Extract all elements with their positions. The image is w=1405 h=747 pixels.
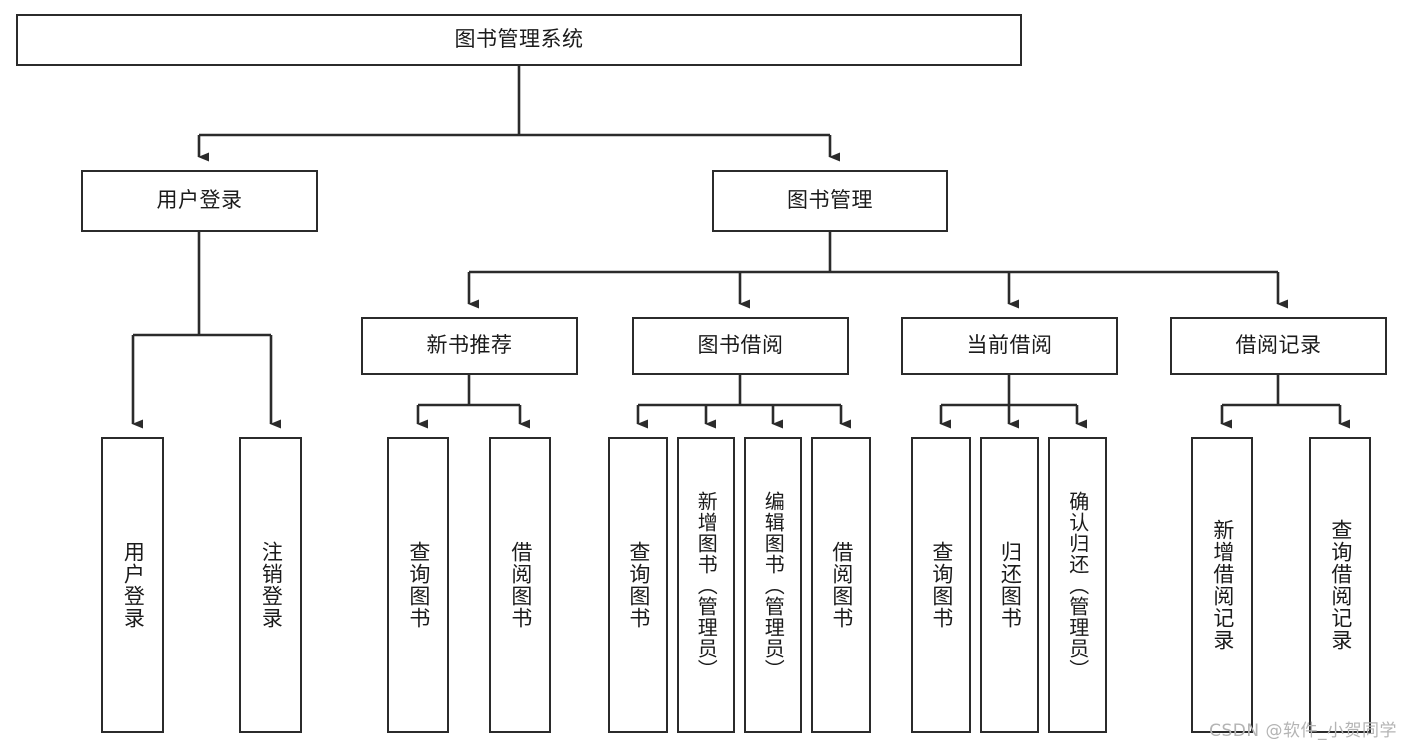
node-borrow-record[interactable]: 借阅记录 [1170,317,1387,375]
node-leaf-book-borrow-query[interactable]: 查询图书 [608,437,668,733]
node-borrow-record-label: 借阅记录 [1235,333,1322,358]
node-leaf-label: 归还图书 [998,541,1023,629]
node-leaf-label: 用户登录 [121,541,146,629]
node-leaf-label: 借阅图书 [508,541,533,629]
node-leaf-label: 注销登录 [259,541,284,629]
node-book-manage-label: 图书管理 [787,188,873,213]
node-leaf-label: 新增图书（管理员） [694,490,719,680]
node-user-login[interactable]: 用户登录 [81,170,318,232]
node-leaf-label: 查询图书 [626,541,651,629]
node-leaf-current-borrow-query[interactable]: 查询图书 [911,437,971,733]
node-leaf-label: 查询图书 [406,541,431,629]
node-current-borrow-label: 当前借阅 [966,333,1053,358]
node-new-book-recommend-label: 新书推荐 [426,333,513,358]
node-leaf-book-borrow-add[interactable]: 新增图书（管理员） [677,437,735,733]
node-current-borrow[interactable]: 当前借阅 [901,317,1118,375]
node-leaf-book-borrow-borrow[interactable]: 借阅图书 [811,437,871,733]
node-root-label: 图书管理系统 [454,27,584,52]
node-leaf-new-book-borrow[interactable]: 借阅图书 [489,437,551,733]
node-book-borrow-label: 图书借阅 [697,333,784,358]
node-leaf-current-borrow-confirm[interactable]: 确认归还（管理员） [1048,437,1107,733]
node-book-manage[interactable]: 图书管理 [712,170,948,232]
node-leaf-label: 查询借阅记录 [1328,519,1353,651]
node-leaf-current-borrow-return[interactable]: 归还图书 [980,437,1039,733]
node-leaf-user-login-login[interactable]: 用户登录 [101,437,164,733]
node-leaf-borrow-record-add[interactable]: 新增借阅记录 [1191,437,1253,733]
node-leaf-label: 确认归还（管理员） [1065,490,1090,680]
node-new-book-recommend[interactable]: 新书推荐 [361,317,578,375]
node-leaf-new-book-query[interactable]: 查询图书 [387,437,449,733]
node-root[interactable]: 图书管理系统 [16,14,1022,66]
node-book-borrow[interactable]: 图书借阅 [632,317,849,375]
node-leaf-user-login-logout[interactable]: 注销登录 [239,437,302,733]
node-leaf-label: 新增借阅记录 [1210,519,1235,651]
node-leaf-book-borrow-edit[interactable]: 编辑图书（管理员） [744,437,802,733]
node-leaf-borrow-record-query[interactable]: 查询借阅记录 [1309,437,1371,733]
node-leaf-label: 查询图书 [929,541,954,629]
node-leaf-label: 借阅图书 [829,541,854,629]
node-user-login-label: 用户登录 [156,188,243,213]
node-leaf-label: 编辑图书（管理员） [761,490,786,680]
